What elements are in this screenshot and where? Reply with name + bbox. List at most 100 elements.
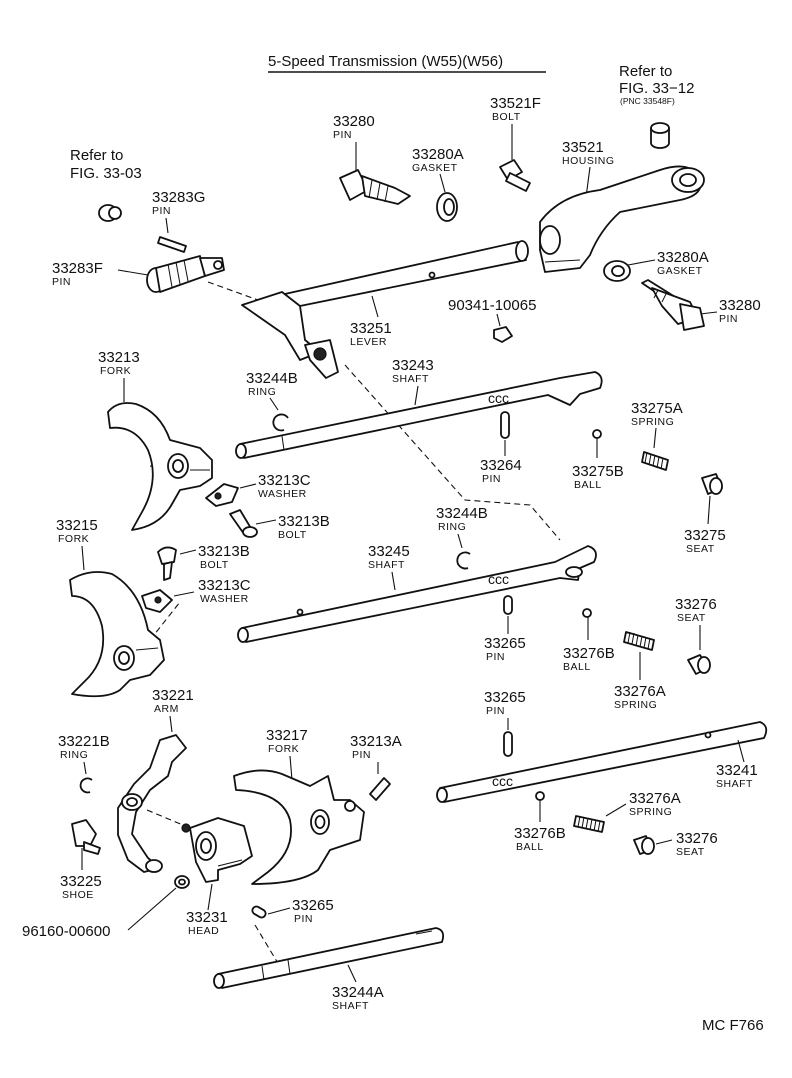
part-name: BOLT xyxy=(278,529,307,541)
reference-fig-33-03[interactable]: Refer to FIG. 33-03 xyxy=(70,147,142,182)
part-33276-seat-b[interactable]: 33276 SEAT xyxy=(633,830,718,858)
reference-sub: (PNC 33548F) xyxy=(620,96,675,106)
part-33213B-bolt-a[interactable]: 33213B BOLT xyxy=(229,509,330,541)
bolt-icon xyxy=(499,159,531,192)
catalog-code: MC F766 xyxy=(702,1017,764,1034)
ring-icon xyxy=(456,551,471,570)
part-33244B-ring-b[interactable]: 33244B RING xyxy=(436,505,488,570)
part-33213C-washer-b[interactable]: 33213C WASHER xyxy=(141,577,251,613)
part-name: WASHER xyxy=(258,488,307,500)
part-name: WASHER xyxy=(200,593,249,605)
part-name: SHAFT xyxy=(716,778,753,790)
washer-icon xyxy=(141,589,173,613)
part-33265-pin-b[interactable]: 33265 PIN xyxy=(484,689,526,757)
pin-icon xyxy=(251,905,267,919)
part-33225-shoe[interactable]: 33225 SHOE xyxy=(60,819,102,901)
part-name: BOLT xyxy=(492,111,521,123)
part-33280-pin-right[interactable]: 33280 PIN xyxy=(641,279,761,331)
part-number: 33244A xyxy=(332,984,384,1001)
part-name: BALL xyxy=(563,661,591,673)
part-number: 33244B xyxy=(246,370,298,387)
part-33221-arm[interactable]: 33221 ARM xyxy=(117,687,194,873)
part-33231-head[interactable]: 33231 HEAD xyxy=(181,817,253,937)
part-33280A-gasket-top[interactable]: 33280A GASKET xyxy=(412,146,464,222)
reference-line: FIG. 33−12 xyxy=(619,80,694,97)
part-33276B-ball-a[interactable]: 33276B BALL xyxy=(563,608,615,673)
ball-icon xyxy=(582,608,592,618)
part-33244A-shaft[interactable]: 33244A SHAFT xyxy=(213,927,445,1012)
part-number: 33241 xyxy=(716,762,758,779)
part-33276B-ball-b[interactable]: 33276B BALL xyxy=(514,791,566,853)
part-name: LEVER xyxy=(350,336,387,348)
part-33264-pin[interactable]: 33264 PIN xyxy=(480,411,522,485)
part-33221B-ring[interactable]: 33221B RING xyxy=(58,733,110,794)
part-number: 33283G xyxy=(152,189,205,206)
part-33275-seat[interactable]: 33275 SEAT xyxy=(684,473,726,555)
shaft-icon: ccc xyxy=(237,545,597,643)
part-33245-shaft[interactable]: 33245 SHAFT ccc xyxy=(237,543,597,643)
part-33265-pin-c[interactable]: 33265 PIN xyxy=(251,897,334,925)
part-33275A-spring[interactable]: 33275A SPRING xyxy=(631,400,683,471)
part-33280A-gasket-right[interactable]: 33280A GASKET xyxy=(603,249,709,282)
part-33265-pin-a[interactable]: 33265 PIN xyxy=(484,595,526,663)
part-name: PIN xyxy=(486,651,505,663)
part-name: ARM xyxy=(154,703,179,715)
part-33215-fork[interactable]: 33215 FORK xyxy=(56,517,165,698)
part-90341-10065[interactable]: 90341-10065 xyxy=(448,297,536,343)
part-number: 33221B xyxy=(58,733,110,750)
ball-icon xyxy=(592,429,602,439)
part-33521F-bolt[interactable]: 33521F BOLT xyxy=(490,95,541,192)
fork-icon xyxy=(69,571,165,698)
part-number: 33251 xyxy=(350,320,392,337)
part-number: 33521F xyxy=(490,95,541,112)
part-33521-housing[interactable]: 33521 HOUSING xyxy=(539,139,705,273)
washer-icon xyxy=(205,483,239,507)
part-33213A-pin[interactable]: 33213A PIN xyxy=(350,733,402,801)
seat-icon xyxy=(701,473,723,495)
part-number: 33265 xyxy=(292,897,334,914)
part-name: SHAFT xyxy=(368,559,405,571)
part-33213C-washer-a[interactable]: 33213C WASHER xyxy=(205,472,311,507)
ball-icon xyxy=(535,791,545,801)
part-number: 33276B xyxy=(514,825,566,842)
part-33244B-ring-a[interactable]: 33244B RING xyxy=(246,370,298,432)
part-33276-seat-a[interactable]: 33276 SEAT xyxy=(675,596,717,675)
part-33276A-spring-b[interactable]: 33276A SPRING xyxy=(573,790,681,833)
part-number: 33280 xyxy=(333,113,375,130)
part-name: HOUSING xyxy=(562,155,615,167)
part-33280-pin-top[interactable]: 33280 PIN xyxy=(333,113,411,205)
part-name: SPRING xyxy=(629,806,672,818)
fork-icon xyxy=(233,769,365,885)
bolt-icon xyxy=(157,546,177,581)
part-33243-shaft[interactable]: 33243 SHAFT ccc xyxy=(235,357,603,459)
part-33251-lever[interactable]: 33251 LEVER xyxy=(241,240,529,379)
bushing-ref-33-12-icon xyxy=(650,122,670,149)
part-96160-00600[interactable]: 96160-00600 xyxy=(22,875,190,940)
part-33283G-pin[interactable]: 33283G PIN xyxy=(152,189,205,253)
part-number: 33276A xyxy=(614,683,666,700)
part-number: 33243 xyxy=(392,357,434,374)
part-number: 33213C xyxy=(198,577,251,594)
part-number: 33213B xyxy=(198,543,250,560)
part-33241-shaft[interactable]: ccc 33241 SHAFT xyxy=(436,721,768,803)
reference-line: Refer to xyxy=(70,147,123,164)
part-number: 33275B xyxy=(572,463,624,480)
part-33213-fork[interactable]: 33213 FORK xyxy=(98,349,213,531)
reference-fig-33-12[interactable]: Refer to FIG. 33−12 (PNC 33548F) xyxy=(619,63,694,106)
part-33276A-spring-a[interactable]: 33276A SPRING xyxy=(614,631,666,711)
part-name: RING xyxy=(60,749,88,761)
part-33275B-ball[interactable]: 33275B BALL xyxy=(572,429,624,491)
shaft-icon: ccc xyxy=(436,721,768,803)
part-number: 33280A xyxy=(412,146,464,163)
part-33217-fork[interactable]: 33217 FORK xyxy=(233,727,365,885)
pin-icon xyxy=(503,731,513,757)
part-number: 33276 xyxy=(675,596,717,613)
housing-icon xyxy=(539,165,705,273)
part-33283F-pin[interactable]: 33283F PIN xyxy=(52,255,225,293)
part-number: 33244B xyxy=(436,505,488,522)
part-33213B-bolt-b[interactable]: 33213B BOLT xyxy=(157,543,250,581)
bolt-icon xyxy=(493,326,513,343)
pin-icon xyxy=(500,411,510,439)
part-name: GASKET xyxy=(657,265,703,277)
pin-icon xyxy=(146,255,225,293)
